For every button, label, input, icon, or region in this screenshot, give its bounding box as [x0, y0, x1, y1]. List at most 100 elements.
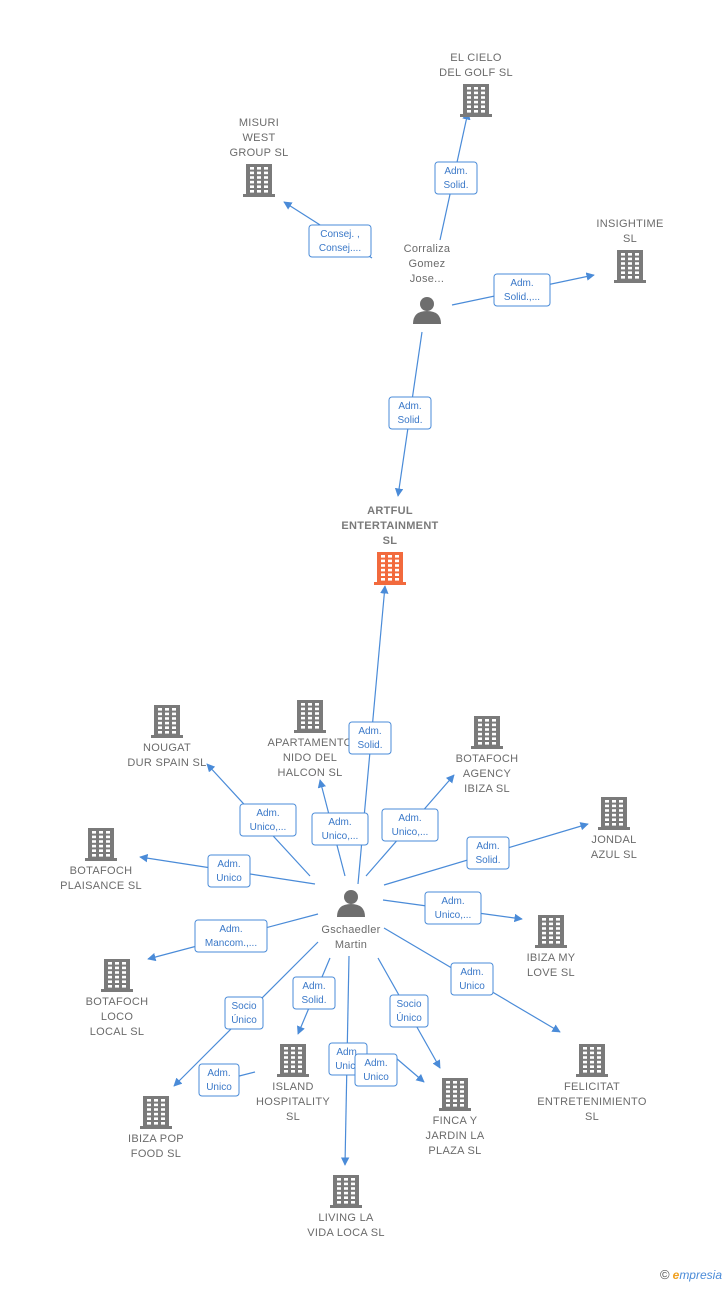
- relation-box: [493, 273, 551, 307]
- relation-label-gschaedler-to-ibiza_my_love[interactable]: Adm. Unico,...: [424, 891, 482, 925]
- relation-text: Adm.: [219, 924, 242, 935]
- relation-text: Unico,...: [435, 910, 472, 921]
- relation-text: Unico: [216, 873, 242, 884]
- node-label: BOTAFOCH: [86, 996, 149, 1008]
- relation-label-gschaedler-to-artful[interactable]: Adm.Solid.: [348, 721, 392, 755]
- node-finca[interactable]: FINCA Y JARDIN LA PLAZA SL: [426, 1078, 485, 1157]
- relation-text: Unico,...: [250, 822, 287, 833]
- relation-text: Único: [396, 1011, 422, 1024]
- node-label: BOTAFOCH: [456, 753, 519, 765]
- relation-box: [292, 976, 336, 1010]
- relation-text: Adm.: [358, 726, 381, 737]
- building-icon: [294, 700, 326, 733]
- node-living[interactable]: LIVING LA VIDA LOCA SL: [307, 1175, 385, 1239]
- relation-box: [450, 962, 494, 996]
- relation-text: Adm.: [441, 896, 464, 907]
- relation-text: Solid.: [397, 415, 422, 426]
- relation-text: Adm.: [510, 278, 533, 289]
- building-icon: [576, 1044, 608, 1077]
- relation-label-gschaedler-to-botafoch_loco[interactable]: Adm.Mancom.,...: [194, 919, 268, 953]
- node-ibiza_pop[interactable]: IBIZA POP FOOD SL: [128, 1096, 184, 1160]
- relation-label-corraliza-to-artful[interactable]: Adm.Solid.: [388, 396, 432, 430]
- node-label: AZUL SL: [591, 849, 637, 861]
- relation-label-corraliza-to-cielo[interactable]: Adm.Solid.: [434, 161, 478, 195]
- copyright-symbol: ©: [660, 1267, 670, 1282]
- node-label: AGENCY: [463, 768, 512, 780]
- node-label: IBIZA POP: [128, 1133, 184, 1145]
- edges-layer: [139, 111, 595, 1166]
- relation-box: [207, 854, 251, 888]
- node-label: SL: [383, 535, 398, 547]
- relation-label-gschaedler-to-apartamento[interactable]: Adm. Unico,...: [311, 812, 369, 846]
- relation-box: [388, 396, 432, 430]
- node-label: BOTAFOCH: [70, 865, 133, 877]
- relation-label-island-to-ibiza_pop[interactable]: Adm.Unico: [198, 1063, 240, 1097]
- relation-label-gschaedler-to-botafoch_plaisance[interactable]: Adm.Unico: [207, 854, 251, 888]
- node-label: VIDA LOCA SL: [307, 1227, 385, 1239]
- node-label: LIVING LA: [318, 1212, 374, 1224]
- brand-name: mpresia: [679, 1268, 722, 1282]
- building-icon: [598, 797, 630, 830]
- node-jondal[interactable]: JONDAL AZUL SL: [591, 797, 637, 861]
- node-label: Jose...: [410, 273, 445, 285]
- relation-text: Adm.: [336, 1047, 359, 1058]
- node-label: PLAZA SL: [428, 1145, 481, 1157]
- footer-brand[interactable]: ©empresia: [660, 1267, 722, 1282]
- relation-text: Unico: [335, 1061, 361, 1072]
- node-label: ENTRETENIMIENTO: [537, 1096, 647, 1108]
- relation-text: Adm.: [460, 967, 483, 978]
- building-icon: [535, 915, 567, 948]
- node-label: LOVE SL: [527, 967, 575, 979]
- relation-box: [466, 836, 510, 870]
- node-label: Gomez: [409, 258, 446, 270]
- node-label: JONDAL: [591, 834, 636, 846]
- node-artful[interactable]: ARTFUL ENTERTAINMENT SL: [341, 505, 438, 585]
- relation-text: Consej. ,: [320, 229, 359, 240]
- node-label: FOOD SL: [131, 1148, 181, 1160]
- node-label: JARDIN LA: [426, 1130, 485, 1142]
- node-label: APARTAMENTO: [268, 737, 353, 749]
- relation-text: Único: [231, 1013, 257, 1026]
- relation-label-gschaedler-to-felicitat[interactable]: Adm.Unico: [450, 962, 494, 996]
- relation-text: Solid.: [475, 855, 500, 866]
- building-icon: [374, 552, 406, 585]
- building-icon: [330, 1175, 362, 1208]
- node-label: NOUGAT: [143, 742, 191, 754]
- relation-box: [434, 161, 478, 195]
- relation-text: Adm.: [444, 166, 467, 177]
- relation-label-gschaedler-to-jondal[interactable]: Adm.Solid.: [466, 836, 510, 870]
- node-label: DEL GOLF SL: [439, 67, 513, 79]
- relation-label-corraliza-to-insightime[interactable]: Adm.Solid.,...: [493, 273, 551, 307]
- node-label: ENTERTAINMENT: [341, 520, 438, 532]
- relation-text: Adm.: [328, 817, 351, 828]
- relation-box: [194, 919, 268, 953]
- node-label: ARTFUL: [367, 505, 413, 517]
- relation-box: [308, 224, 372, 258]
- node-label: FINCA Y: [433, 1115, 478, 1127]
- relation-label-gschaedler-to-finca[interactable]: Adm.Unico: [354, 1053, 398, 1087]
- relation-text: Unico,...: [322, 831, 359, 842]
- relation-label-gschaedler-to-island[interactable]: Adm.Solid.: [292, 976, 336, 1010]
- building-icon: [460, 84, 492, 117]
- node-label: HALCON SL: [277, 767, 342, 779]
- relation-label-gschaedler-to-botafoch_agency[interactable]: Adm.Unico,...: [381, 808, 439, 842]
- relation-label-gschaedler-to-nougat[interactable]: Adm.Unico,...: [239, 803, 297, 837]
- relation-label-corraliza-to-misuri[interactable]: Consej. ,Consej....: [308, 224, 372, 258]
- brand-initial: e: [672, 1268, 680, 1282]
- node-corraliza[interactable]: CorralizaGomezJose...: [404, 243, 451, 324]
